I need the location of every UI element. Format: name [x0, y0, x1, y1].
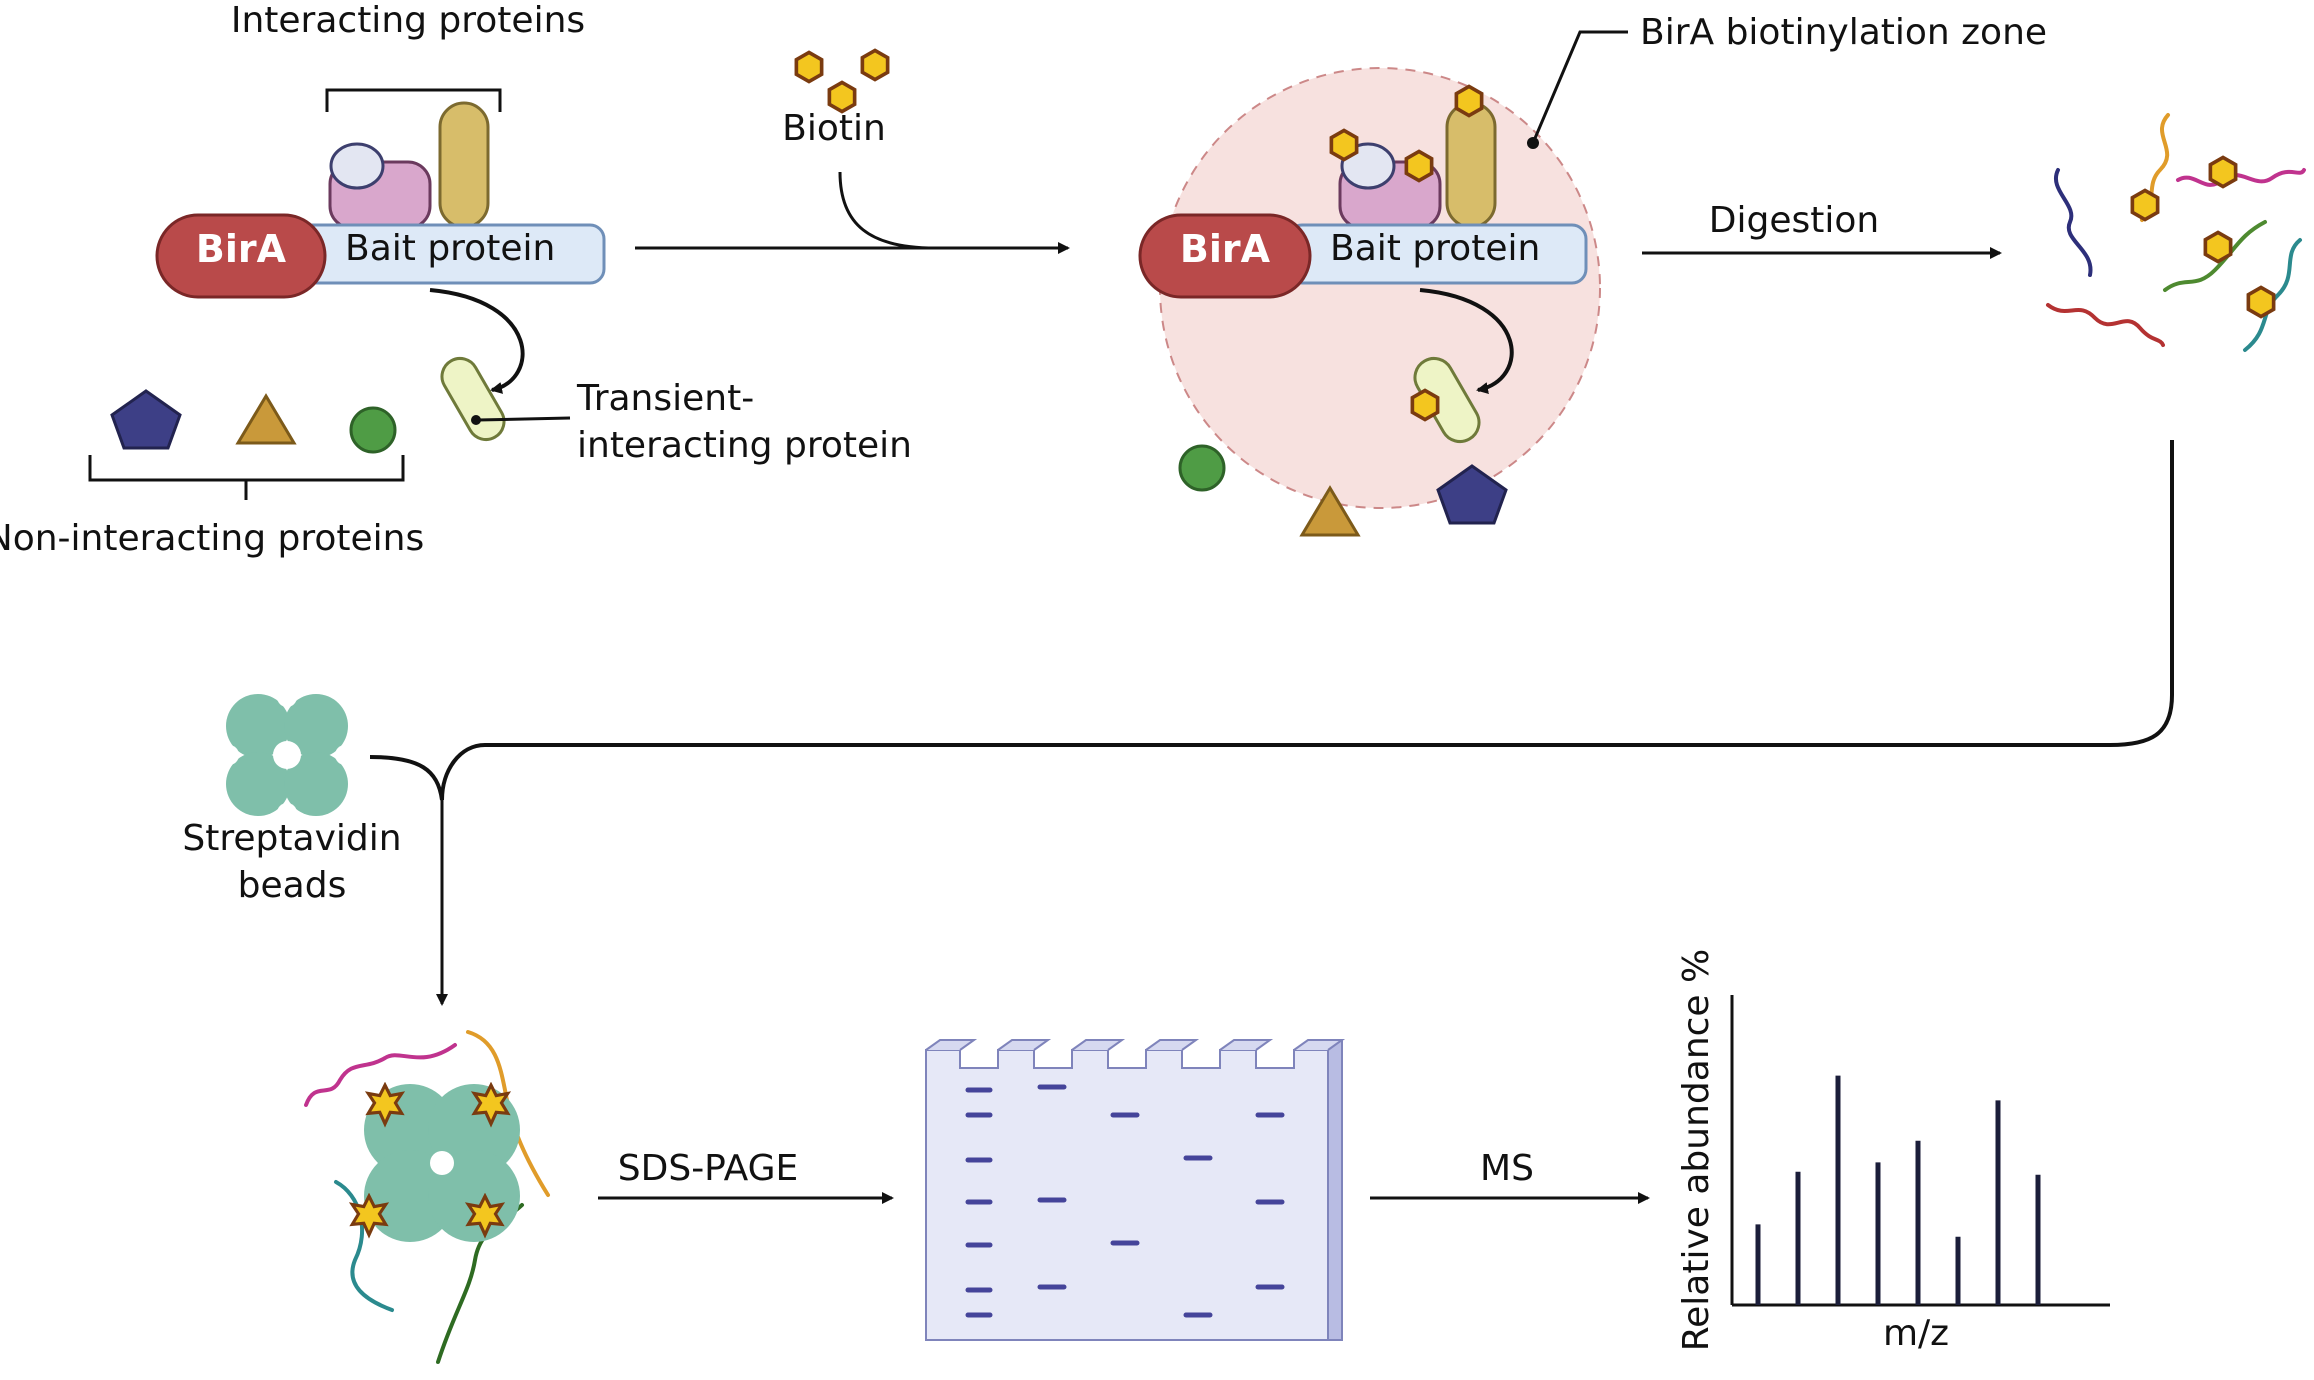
interactor-tan [438, 101, 490, 229]
biotinylation-zone-label: BirA biotinylation zone [1640, 12, 2047, 53]
circle-protein-free [1178, 444, 1226, 492]
interactor-small-blob [329, 142, 385, 190]
non-interacting-label: Non-interacting proteins [0, 518, 424, 559]
bead-icon [284, 694, 348, 758]
bead-icon [364, 1150, 456, 1242]
sds-page-step: SDS-PAGE [598, 1148, 894, 1204]
non-interacting-bracket [88, 455, 405, 500]
biotin-tag-icon [1404, 149, 1434, 183]
birA-label-labeled: BirA [1180, 227, 1271, 271]
y-axis-label: Relative abundance % [1676, 949, 1717, 1352]
pentagon-protein-free [1436, 464, 1508, 525]
biotin-tag-icon [1329, 128, 1359, 162]
transient-label-line1: Transient- [576, 378, 754, 419]
panel-biotinylation: BirA biotinylation zone Bait protein Bir… [1138, 12, 2047, 537]
bead-icon [284, 752, 348, 816]
sds-page-label: SDS-PAGE [618, 1148, 798, 1189]
transient-label-line2: interacting protein [577, 425, 912, 466]
birA-enzyme-labeled [1138, 213, 1312, 299]
peptide-magenta [304, 1043, 457, 1107]
bead-notch [277, 687, 297, 707]
biotin-tag-icon [1410, 388, 1440, 422]
streptavidin-beads: Streptavidin beads [182, 687, 448, 1006]
bead-icon [226, 752, 290, 816]
bait-protein-label: Bait protein [345, 228, 555, 269]
transient-pointer-line [477, 416, 571, 422]
digestion-step: Digestion [1642, 200, 2002, 259]
digestion-label: Digestion [1709, 200, 1879, 241]
triangle-protein [235, 393, 297, 445]
peptide-orange [466, 1030, 550, 1197]
biotin-addition: Biotin [635, 48, 1070, 254]
bead-notch [219, 745, 239, 765]
biotin-icon [860, 48, 890, 82]
bead-notch [430, 1151, 454, 1175]
streptavidin-label-line2: beads [238, 865, 347, 906]
gel-bands [965, 1084, 1285, 1318]
birA-enzyme [155, 213, 327, 299]
triangle-protein-free [1299, 485, 1361, 537]
biotin-icon [794, 50, 824, 84]
peptide-navy [2054, 168, 2093, 277]
biotin-merge-curve [838, 171, 936, 250]
bead-notch [277, 803, 297, 823]
zone-pointer-dot [1527, 137, 1539, 149]
peptide-teal [2243, 238, 2302, 352]
biotin-tag-icon [2130, 188, 2160, 222]
mass-spectrum-chart: Relative abundance % m/z [1676, 949, 2110, 1354]
biotin-label: Biotin [782, 108, 886, 149]
peptide-magenta [2176, 168, 2306, 187]
bait-protein-label-labeled: Bait protein [1330, 228, 1540, 269]
bead-merge-curve [369, 755, 444, 801]
birA-label: BirA [196, 227, 287, 271]
x-axis-label: m/z [1883, 1313, 1949, 1354]
peptide-connector-line [440, 440, 2174, 801]
pentagon-protein [110, 389, 182, 450]
biotin-tag-icon [2208, 155, 2238, 189]
biotin-tag-icon [2246, 285, 2276, 319]
streptavidin-label-line1: Streptavidin [182, 818, 401, 859]
bead-notch [273, 741, 301, 769]
circle-protein [349, 406, 397, 454]
gel [925, 1039, 1346, 1341]
biotin-tag-icon [1454, 84, 1484, 118]
transient-binding-arrow-labeled [1419, 288, 1514, 394]
gel-body [925, 1049, 1329, 1341]
interactor-tan-labeled [1445, 101, 1497, 229]
transient-pointer-dot [471, 415, 481, 425]
peptide-green [2163, 220, 2267, 292]
transient-binding-arrow [429, 288, 525, 394]
gel-side-face [1327, 1039, 1343, 1341]
biotin-tag-icon [2203, 230, 2233, 264]
zone-pointer-line [1531, 30, 1628, 144]
gel-top-edges [925, 1039, 1346, 1051]
bead-icon [226, 694, 290, 758]
ms-step: MS [1370, 1148, 1650, 1204]
peptide-red [2046, 303, 2165, 347]
interacting-proteins-label: Interacting proteins [231, 0, 585, 41]
interacting-proteins-bracket [325, 88, 502, 112]
panel-bait-complex: Interacting proteins Bait protein BirA T… [0, 0, 912, 559]
captured-complex [304, 1030, 550, 1364]
bead-notch [335, 745, 355, 765]
ms-label: MS [1480, 1148, 1534, 1189]
peptide-teal [334, 1180, 394, 1312]
spectrum-peaks [1755, 1075, 2041, 1305]
transient-interacting-protein [440, 356, 506, 442]
peptide-fragments [2046, 113, 2306, 352]
